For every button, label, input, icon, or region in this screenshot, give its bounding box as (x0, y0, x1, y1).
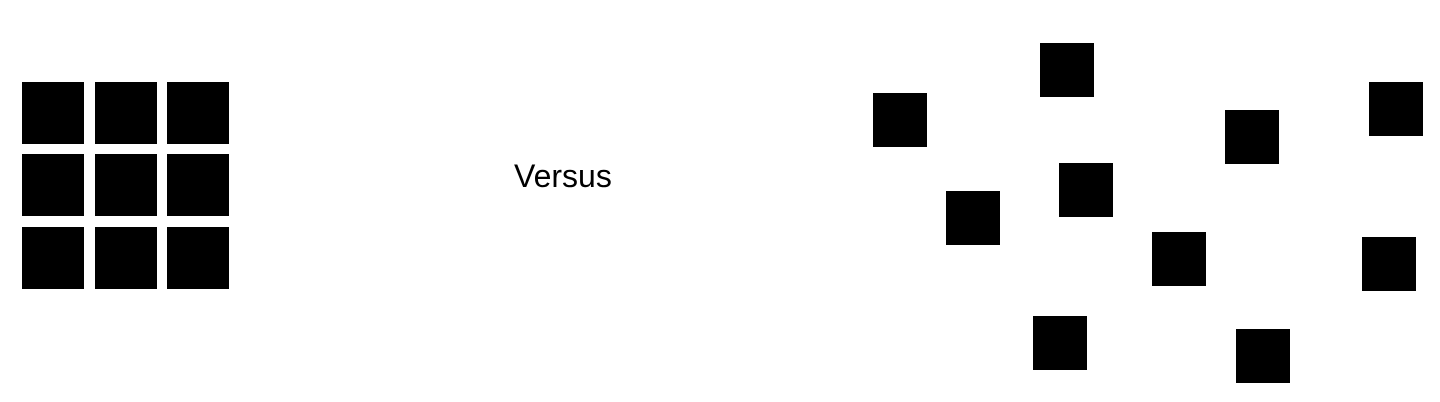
grid-square (22, 227, 84, 289)
scattered-square (1059, 163, 1113, 217)
scattered-square (1040, 43, 1094, 97)
scattered-square (873, 93, 927, 147)
scattered-square (946, 191, 1000, 245)
scattered-square (1152, 232, 1206, 286)
versus-label: Versus (514, 158, 612, 194)
grid-square (95, 227, 157, 289)
scattered-square (1362, 237, 1416, 291)
scattered-square (1236, 329, 1290, 383)
organized-square-grid (22, 82, 230, 289)
grid-square (95, 154, 157, 216)
scattered-square (1033, 316, 1087, 370)
scattered-square (1369, 82, 1423, 136)
grid-square (167, 82, 229, 144)
grid-square (22, 154, 84, 216)
grid-square (167, 227, 229, 289)
grid-square (167, 154, 229, 216)
scattered-square (1225, 110, 1279, 164)
grid-square (22, 82, 84, 144)
grid-square (95, 82, 157, 144)
